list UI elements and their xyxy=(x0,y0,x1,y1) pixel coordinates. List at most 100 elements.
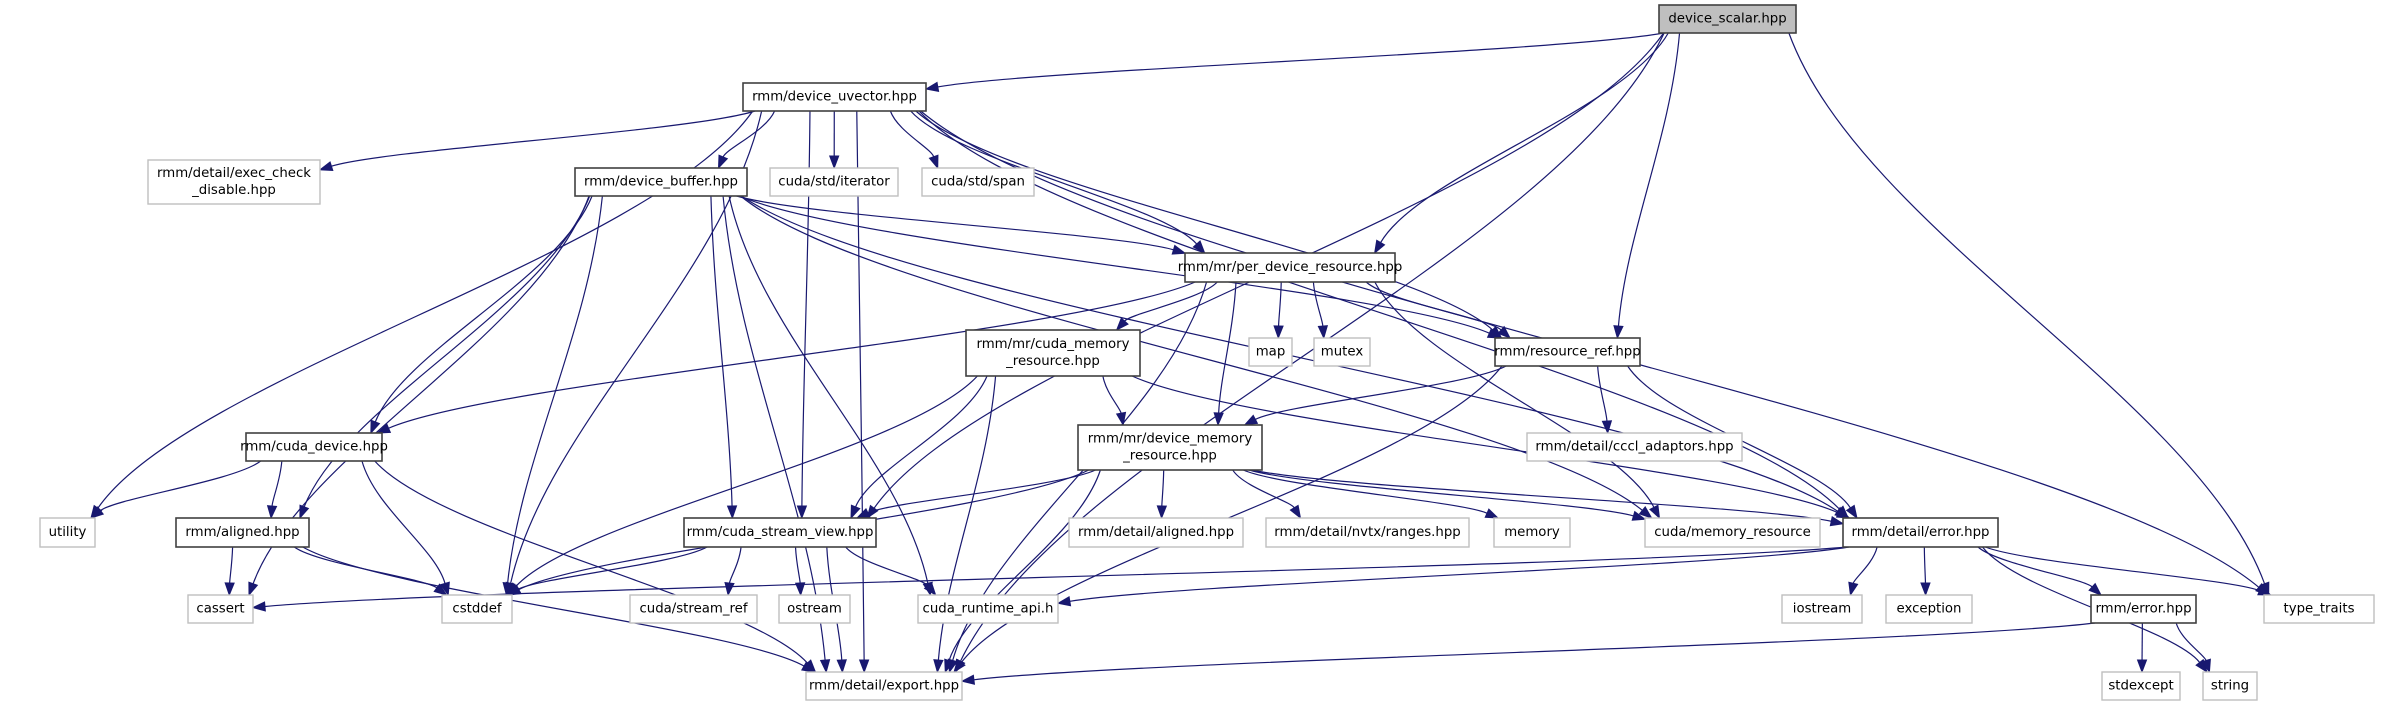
arrow-head-icon xyxy=(376,423,392,434)
edge-resource_ref-to-cccl_adaptors xyxy=(1597,365,1613,435)
edge-device_scalar-to-per_device_resource xyxy=(1373,32,1669,255)
edge-cuda_device-to-export xyxy=(374,460,817,674)
edge-device_memory_resource-to-detail_error xyxy=(1251,469,1845,527)
node-cuda-memory-resource[interactable]: rmm/mr/cuda_memory_resource.hpp xyxy=(965,329,1141,377)
arrow-head-icon xyxy=(1171,244,1187,255)
arrow-head-icon xyxy=(855,507,871,519)
node-label: rmm/cuda_device.hpp xyxy=(240,440,388,455)
node-box xyxy=(917,594,1059,624)
node-box xyxy=(574,167,748,197)
edge-line xyxy=(1255,365,1507,420)
arrow-head-icon xyxy=(1920,582,1931,597)
edge-device_buffer-to-cuda_device xyxy=(370,195,593,435)
arrow-head-icon xyxy=(1631,510,1647,521)
arrow-head-icon xyxy=(1056,596,1072,607)
edge-line xyxy=(855,375,988,508)
arrow-head-icon xyxy=(2136,659,2148,674)
node-box xyxy=(2101,671,2181,701)
arrow-head-icon xyxy=(858,659,870,674)
edge-line xyxy=(1597,365,1608,422)
node-box xyxy=(1248,337,1293,367)
arrow-head-icon xyxy=(433,583,448,596)
edge-line xyxy=(728,546,742,584)
edge-cuda_memory_resource-to-cuda_stream_view xyxy=(850,375,988,520)
edge-device_buffer-to-detail_error xyxy=(741,195,1849,519)
node-device-uvector[interactable]: rmm/device_uvector.hpp xyxy=(742,82,927,112)
arrow-head-icon xyxy=(318,161,334,172)
edge-detail_error-to-exception xyxy=(1920,546,1931,597)
edges-layer xyxy=(89,32,2272,685)
node-cuda-stream-ref: cuda/stream_ref xyxy=(629,594,758,624)
node-device-memory-resource[interactable]: rmm/mr/device_memory _resource.hpp xyxy=(1077,424,1263,471)
arrow-head-icon xyxy=(928,154,939,170)
arrow-head-icon xyxy=(1845,504,1858,520)
node-label: _resource.hpp xyxy=(1005,354,1100,369)
arrow-head-icon xyxy=(796,505,808,520)
node-label: rmm/detail/nvtx/ranges.hpp xyxy=(1274,525,1460,540)
node-label: ostream xyxy=(787,602,842,617)
arrow-head-icon xyxy=(1613,325,1624,340)
node-map: map xyxy=(1248,337,1293,367)
arrow-head-icon xyxy=(1649,504,1661,520)
edge-resource_ref-to-device_memory_resource xyxy=(1243,365,1507,426)
node-cuda-device[interactable]: rmm/cuda_device.hpp xyxy=(240,432,388,462)
node-device-buffer[interactable]: rmm/device_buffer.hpp xyxy=(574,167,748,197)
edge-device_memory_resource-to-cuda_stream_view xyxy=(855,469,1096,519)
node-box xyxy=(805,671,963,701)
edge-line xyxy=(801,110,811,507)
edge-line xyxy=(1102,375,1122,414)
edge-per_device_resource-to-device_memory_resource xyxy=(1213,281,1237,427)
node-box xyxy=(1265,517,1470,548)
node-label: exception xyxy=(1897,602,1962,617)
node-rmm-error[interactable]: rmm/error.hpp xyxy=(2090,594,2197,624)
node-per-device-resource[interactable]: rmm/mr/per_device_resource.hpp xyxy=(1178,252,1403,283)
node-box xyxy=(1526,432,1743,462)
edge-line xyxy=(1977,546,2093,588)
arrow-head-icon xyxy=(717,154,729,170)
edge-rmm_error-to-export xyxy=(960,622,2096,685)
node-detail-error[interactable]: rmm/detail/error.hpp xyxy=(1842,517,1999,548)
node-label: cuda/stream_ref xyxy=(639,602,747,617)
edge-line xyxy=(1923,546,1927,584)
node-type-traits: type_traits xyxy=(2263,594,2375,624)
edge-line xyxy=(1312,281,1324,327)
edge-device_memory_resource-to-export xyxy=(944,469,1101,674)
node-cstddef: cstddef xyxy=(441,594,513,624)
node-label: rmm/mr/device_memory xyxy=(1088,432,1253,447)
node-export: rmm/detail/export.hpp xyxy=(805,671,963,701)
arrow-head-icon xyxy=(1601,420,1613,435)
arrow-head-icon xyxy=(2088,582,2103,596)
edge-per_device_resource-to-resource_ref xyxy=(1365,281,1512,339)
node-memory: memory xyxy=(1493,517,1571,548)
node-label: cuda/std/span xyxy=(931,175,1025,190)
node-aligned[interactable]: rmm/aligned.hpp xyxy=(175,517,310,548)
node-utility: utility xyxy=(39,517,96,548)
edge-cuda_stream_view-to-cuda_stream_ref xyxy=(724,546,742,597)
node-box xyxy=(683,517,877,548)
node-cuda-stream-view[interactable]: rmm/cuda_stream_view.hpp xyxy=(683,517,877,548)
node-label: memory xyxy=(1504,525,1560,540)
node-label: rmm/device_buffer.hpp xyxy=(584,175,738,190)
node-label: _resource.hpp xyxy=(1122,449,1217,464)
node-device-scalar[interactable]: device_scalar.hpp xyxy=(1658,4,1797,34)
node-box xyxy=(147,159,321,205)
edge-cuda_stream_view-to-cuda_runtime_api xyxy=(845,546,937,597)
edge-line xyxy=(740,195,1643,511)
node-label: rmm/detail/error.hpp xyxy=(1852,525,1990,540)
edge-device_buffer-to-resource_ref xyxy=(739,195,1502,339)
node-label: cstddef xyxy=(452,602,502,617)
edge-line xyxy=(1852,546,1878,584)
node-box xyxy=(921,167,1035,197)
node-stdexcept: stdexcept xyxy=(2101,671,2181,701)
node-box xyxy=(1885,594,1973,624)
node-box xyxy=(1184,252,1396,283)
edge-line xyxy=(1243,469,1488,514)
arrow-head-icon xyxy=(794,582,806,597)
node-resource-ref[interactable]: rmm/resource_ref.hpp xyxy=(1494,337,1641,367)
edge-line xyxy=(794,546,801,584)
edge-line xyxy=(889,110,935,157)
edge-cuda_memory_resource-to-device_memory_resource xyxy=(1102,375,1127,427)
edge-line xyxy=(374,460,808,664)
node-label: rmm/mr/per_device_resource.hpp xyxy=(1178,260,1403,275)
arrow-head-icon xyxy=(1289,504,1302,520)
